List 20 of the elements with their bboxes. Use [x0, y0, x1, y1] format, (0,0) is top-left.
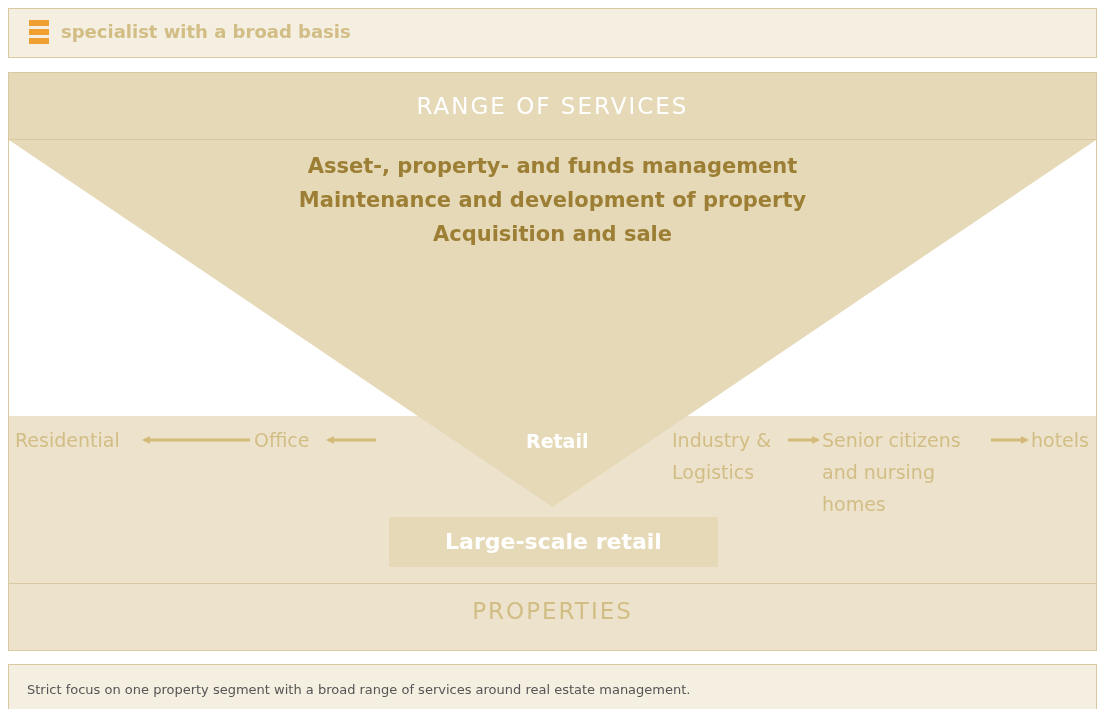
segment-label: Industry & Logistics: [672, 424, 784, 488]
properties-band: [9, 416, 1096, 650]
service-item: Asset-, property- and funds management: [306, 154, 799, 178]
services-band: [9, 73, 1096, 140]
arrow: [142, 436, 250, 444]
segment-label: Retail: [526, 425, 590, 457]
segment-box: Large-scale retail: [389, 517, 718, 567]
arrow: [991, 436, 1029, 444]
caption: Strict focus on one property segment with a broad range of services around real estate management.: [27, 682, 691, 697]
service-item: Acquisition and sale: [431, 222, 674, 246]
band-title: RANGE OF SERVICES: [415, 93, 690, 119]
service-item: Maintenance and development of property: [297, 188, 808, 212]
segment-label: Office: [254, 424, 324, 456]
arrow: [326, 436, 376, 444]
segment-label: Residential: [15, 424, 140, 456]
segment-label: hotels: [1031, 424, 1095, 456]
band-title: PROPERTIES: [471, 598, 634, 624]
segment-label: Senior citizens and nursing homes: [822, 424, 987, 520]
arrow: [788, 436, 820, 444]
title: specialist with a broad basis: [61, 21, 351, 42]
